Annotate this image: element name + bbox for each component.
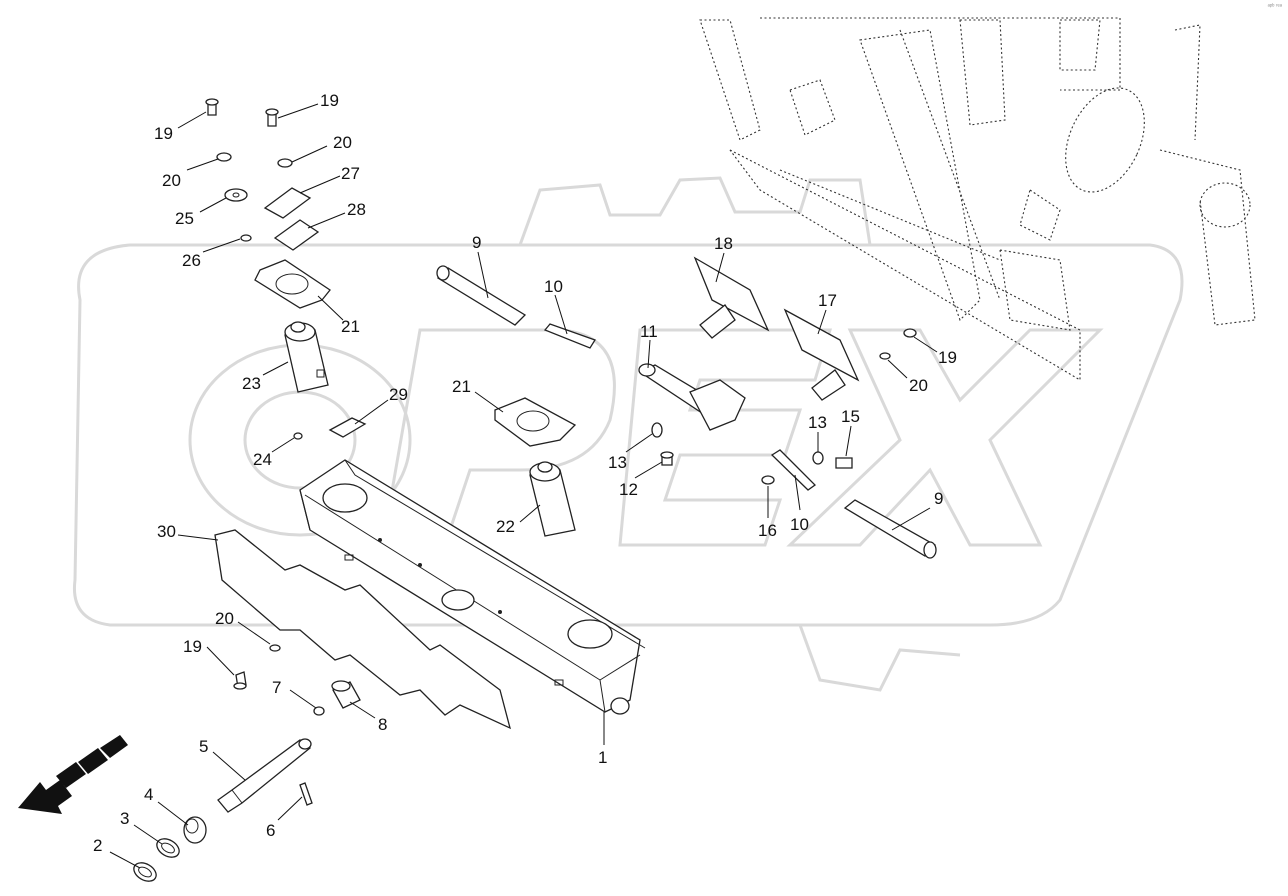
- part-17-plate: [783, 308, 860, 401]
- part-24-bolt: [293, 432, 303, 440]
- callout-17: 17: [818, 291, 837, 310]
- part-20-washer-right: [879, 352, 891, 360]
- callout-28: 28: [347, 200, 366, 219]
- part-22-cylinder: [529, 461, 576, 537]
- callout-12: 12: [619, 480, 638, 499]
- part-2-ring: [133, 862, 157, 882]
- part-27-plate: [263, 187, 312, 219]
- part-9-pin-right: [843, 499, 937, 559]
- callout-19b: 19: [320, 91, 339, 110]
- part-10-link-right: [770, 449, 817, 491]
- part-9-pin-top: [436, 265, 527, 326]
- callout-19c: 19: [938, 348, 957, 367]
- part-25-washer: [224, 188, 248, 202]
- part-19-bolt-right: [903, 328, 917, 338]
- callout-16: 16: [758, 521, 777, 540]
- callout-25: 25: [175, 209, 194, 228]
- part-16-pin: [761, 475, 775, 485]
- callout-27: 27: [341, 164, 360, 183]
- part-10-link-top: [543, 323, 596, 349]
- part-11-hydraulic-cylinder: [638, 363, 746, 431]
- callout-21a: 21: [341, 317, 360, 336]
- callout-1: 1: [598, 748, 607, 767]
- part-19-bolt-top-mid: [265, 108, 279, 127]
- part-23-cylinder: [284, 321, 329, 393]
- part-6-pin: [299, 782, 313, 806]
- callout-9b: 9: [934, 489, 943, 508]
- callout-5: 5: [199, 737, 208, 756]
- part-21-gasket-left: [254, 259, 331, 309]
- part-28-plate: [273, 219, 320, 251]
- callout-22: 22: [496, 517, 515, 536]
- callout-13b: 13: [808, 413, 827, 432]
- leader-lines: [109, 103, 938, 869]
- callout-20b: 20: [333, 133, 352, 152]
- callout-labels: 1 2 3 4 5 6 7 8 9 9 10 10 11 12 13 13 15…: [93, 91, 957, 855]
- callout-10a: 10: [544, 277, 563, 296]
- callout-2: 2: [93, 836, 102, 855]
- part-20-washer-top-mid: [277, 158, 293, 168]
- callout-30: 30: [157, 522, 176, 541]
- callout-29: 29: [389, 385, 408, 404]
- callout-19a: 19: [154, 124, 173, 143]
- callout-9a: 9: [472, 233, 481, 252]
- part-1-main-beam: [299, 459, 646, 715]
- callout-21b: 21: [452, 377, 471, 396]
- watermark-logo: [72, 176, 1184, 692]
- callout-11: 11: [640, 322, 658, 341]
- part-8-bushing: [331, 680, 361, 709]
- callout-23: 23: [242, 374, 261, 393]
- part-4-bushing: [183, 816, 207, 844]
- background-frame-dotted: [699, 17, 1256, 381]
- part-20-washer-top-left: [216, 152, 232, 162]
- part-30-plate: [214, 529, 511, 730]
- part-15-bolt: [835, 457, 853, 469]
- callout-7: 7: [272, 678, 281, 697]
- callout-26: 26: [182, 251, 201, 270]
- part-21-gasket-center: [494, 397, 577, 447]
- callout-20a: 20: [162, 171, 181, 190]
- part-12-bolt: [660, 451, 674, 466]
- callout-20d: 20: [215, 609, 234, 628]
- callout-6: 6: [266, 821, 275, 840]
- callout-3: 3: [120, 809, 129, 828]
- part-26-washer: [240, 234, 252, 242]
- direction-arrow: [18, 735, 128, 814]
- callout-10b: 10: [790, 515, 809, 534]
- part-5-shaft: [217, 738, 312, 813]
- part-19-bolt-top-left: [205, 98, 219, 116]
- callout-19d: 19: [183, 637, 202, 656]
- callout-18: 18: [714, 234, 733, 253]
- part-13-washer-right: [812, 451, 824, 465]
- callout-15: 15: [841, 407, 860, 426]
- callout-13a: 13: [608, 453, 627, 472]
- part-13-washer-center: [651, 422, 663, 438]
- part-18-plate: [693, 256, 770, 339]
- callout-8: 8: [378, 715, 387, 734]
- callout-20c: 20: [909, 376, 928, 395]
- part-20-washer-lower: [269, 644, 281, 652]
- part-7-bolt: [313, 706, 325, 716]
- callout-4: 4: [144, 785, 153, 804]
- corner-mark: ᵃᵖᵇ ʳᵉᵃ: [1267, 4, 1282, 10]
- callout-24: 24: [253, 450, 272, 469]
- part-19-bolt-lower: [233, 671, 247, 690]
- part-3-ring: [156, 838, 180, 858]
